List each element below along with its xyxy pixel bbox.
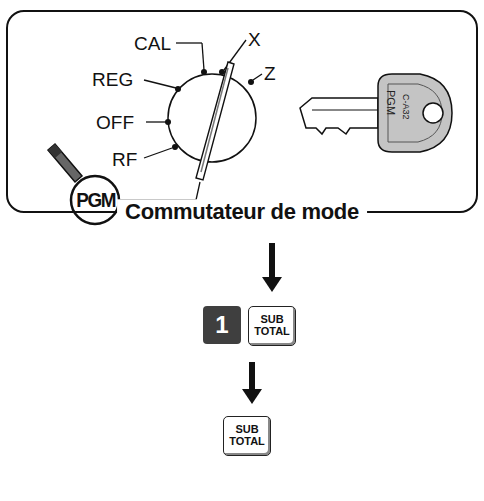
- key-label: SUB TOTAL: [227, 424, 267, 447]
- key-label: 1: [215, 311, 228, 339]
- flow-arrow: [262, 243, 282, 292]
- panel-caption: Commutateur de mode: [117, 199, 367, 225]
- mode-label: Z: [264, 64, 276, 83]
- mode-label: OFF: [96, 113, 134, 132]
- mode-label-highlight: PGM: [76, 189, 115, 210]
- key-marking: C-A32: [401, 94, 410, 120]
- subtotal-key: SUB TOTAL: [223, 416, 271, 456]
- number-key: 1: [203, 306, 241, 344]
- mode-label: REG: [92, 70, 133, 89]
- mode-label: RF: [112, 150, 137, 169]
- mode-label: CAL: [134, 34, 171, 53]
- key-marking: PGM: [385, 90, 396, 115]
- mode-label: X: [248, 30, 261, 49]
- flow-arrow: [242, 362, 262, 404]
- subtotal-key: SUB TOTAL: [248, 306, 296, 346]
- key-label: SUB TOTAL: [252, 314, 292, 337]
